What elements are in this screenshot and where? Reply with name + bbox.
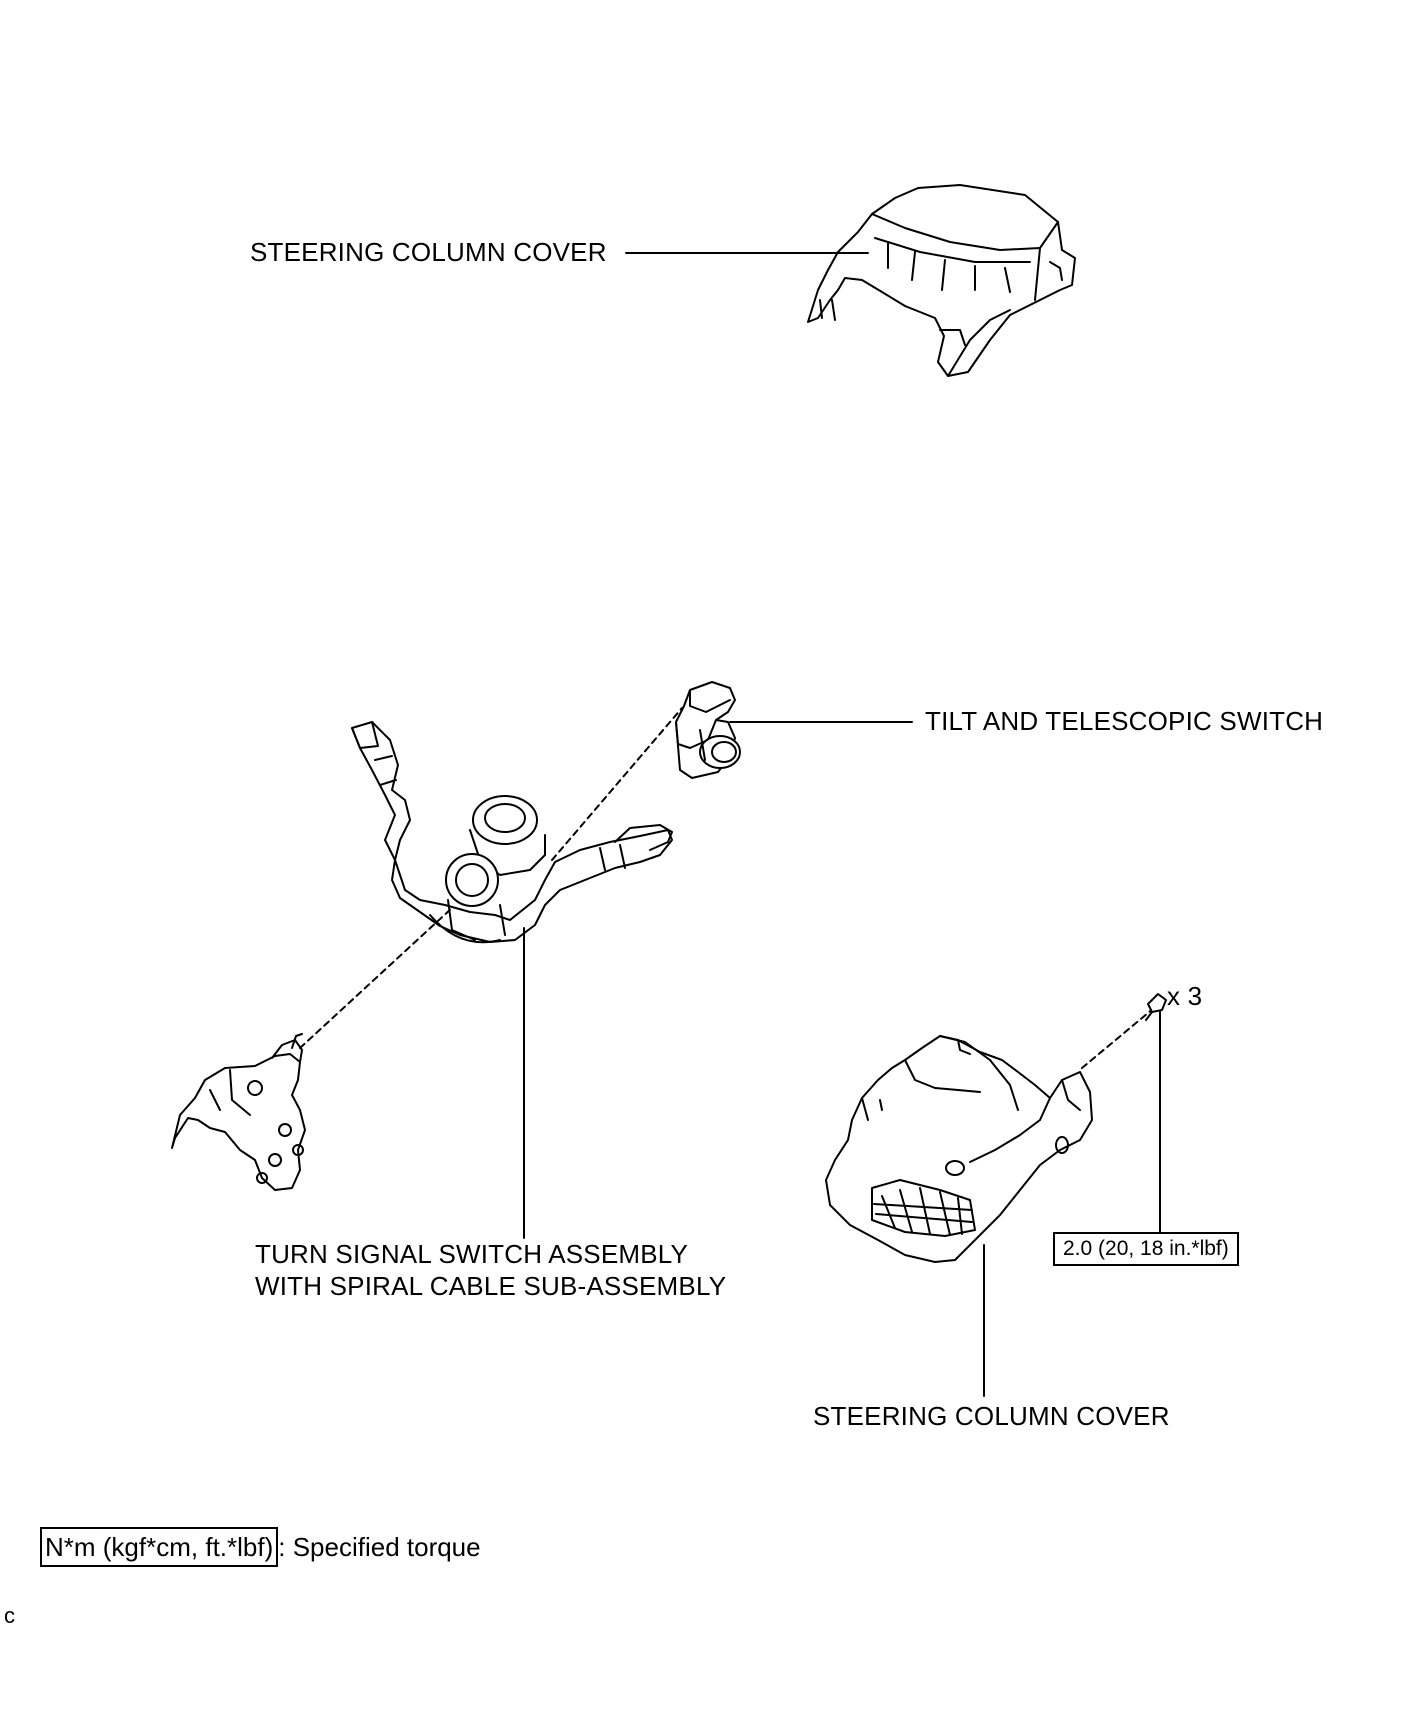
turn-signal-switch-part xyxy=(351,721,673,944)
label-steering-column-cover-upper: STEERING COLUMN COVER xyxy=(250,237,607,267)
label-turn-signal-line1: TURN SIGNAL SWITCH ASSEMBLY xyxy=(255,1239,689,1269)
assembly-dashed-lines xyxy=(299,707,1155,1069)
legend-description: : Specified torque xyxy=(278,1532,481,1562)
steering-column-body-part xyxy=(171,1033,306,1191)
tilt-telescopic-switch-part xyxy=(675,681,741,779)
upper-column-cover-part xyxy=(807,184,1076,377)
legend-units-box: N*m (kgf*cm, ft.*lbf) xyxy=(40,1527,279,1567)
corner-mark: c xyxy=(4,1603,16,1628)
torque-spec-box: 2.0 (20, 18 in.*lbf) xyxy=(1053,1232,1239,1266)
lower-column-cover-part xyxy=(825,1035,1093,1263)
screw-part xyxy=(1145,993,1167,1021)
label-tilt-telescopic-switch: TILT AND TELESCOPIC SWITCH xyxy=(925,706,1324,736)
label-screw-quantity: x 3 xyxy=(1167,981,1203,1011)
torque-legend: N*m (kgf*cm, ft.*lbf): Specified torque xyxy=(40,1527,481,1567)
label-turn-signal-line2: WITH SPIRAL CABLE SUB-ASSEMBLY xyxy=(255,1271,727,1301)
label-steering-column-cover-lower: STEERING COLUMN COVER xyxy=(813,1401,1170,1431)
